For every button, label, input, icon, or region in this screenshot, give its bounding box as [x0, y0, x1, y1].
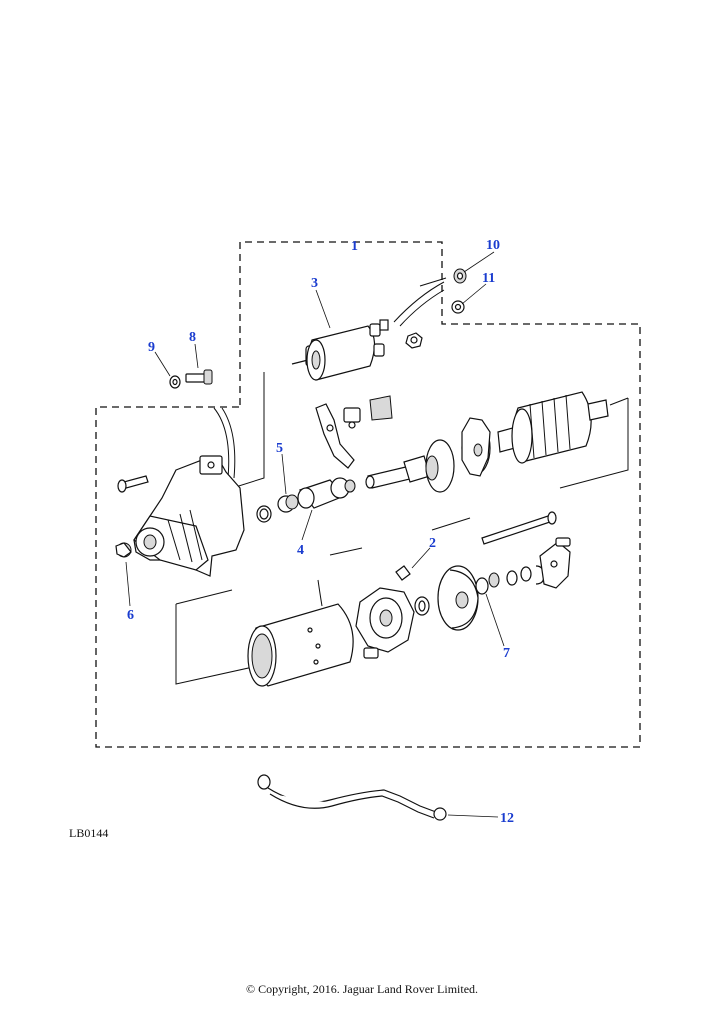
engagement-lever [315, 403, 355, 469]
reference-code: LB0144 [69, 826, 109, 840]
callout-7: 7 [503, 646, 510, 661]
end-cover-7 [437, 565, 479, 631]
drive-end-housing [133, 455, 245, 577]
circlip-ring [256, 505, 272, 523]
pivot-block [343, 395, 393, 429]
callout-4: 4 [297, 543, 304, 558]
callout-10: 10 [486, 238, 500, 253]
assembly-boundary [95, 241, 641, 748]
nut-10 [453, 268, 467, 284]
armature [497, 391, 609, 464]
through-bolt-right [481, 511, 557, 545]
yoke [247, 579, 354, 687]
callout-6: 6 [127, 608, 134, 623]
armature-shaft [365, 439, 455, 493]
bush-and-washers [475, 565, 545, 595]
collar-5 [277, 494, 299, 513]
alignment-lines [175, 277, 629, 685]
intermediate-plate [461, 417, 491, 477]
callout-8: 8 [189, 330, 196, 345]
bush-6 [115, 542, 132, 558]
solenoid-nut [405, 332, 423, 349]
bolt-8 [185, 369, 213, 385]
washer-9 [169, 375, 181, 389]
callout-5: 5 [276, 441, 283, 456]
callout-2: 2 [429, 536, 436, 551]
callout-3: 3 [311, 276, 318, 291]
pinion-4 [297, 477, 356, 509]
ring-small [414, 596, 430, 616]
leader-lines [125, 251, 505, 818]
through-bolt-left [117, 475, 149, 493]
callout-9: 9 [148, 340, 155, 355]
earth-cable-12 [257, 774, 447, 821]
washer-11 [451, 300, 465, 314]
callout-11: 11 [482, 271, 495, 286]
callout-12: 12 [500, 811, 514, 826]
brush-holder-2 [355, 565, 415, 659]
copyright-notice: © Copyright, 2016. Jaguar Land Rover Lim… [245, 982, 479, 996]
solenoid [291, 319, 389, 381]
callout-1: 1 [351, 239, 358, 254]
end-plate [539, 537, 571, 589]
